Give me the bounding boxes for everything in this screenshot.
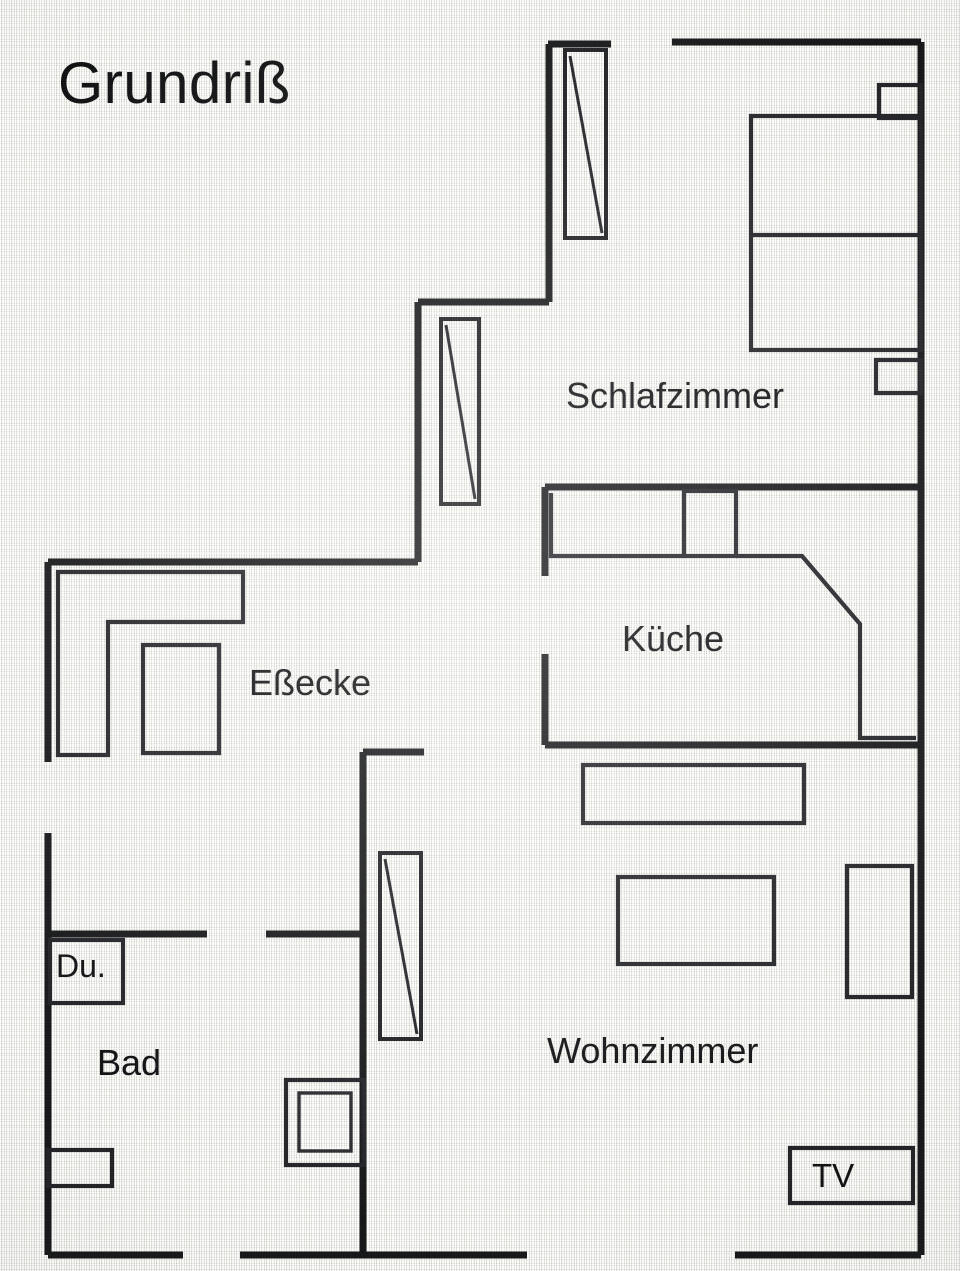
bench-corner — [55, 569, 246, 758]
room-label-kueche: Küche — [622, 618, 725, 659]
fixture-label-dusche: Du. — [56, 948, 106, 984]
dusche-box — [47, 937, 126, 1006]
hall-cabinet-outer — [283, 1077, 367, 1168]
sofa — [580, 762, 807, 826]
nightstand-side — [873, 357, 924, 396]
furniture-kueche — [548, 488, 916, 741]
kitchen-appliance — [681, 488, 739, 559]
room-label-bad: Bad — [97, 1042, 162, 1083]
doors — [378, 48, 608, 1041]
page-title: Grundriß — [58, 51, 291, 116]
furniture-wohnzimmer — [580, 762, 915, 1000]
armchair — [844, 863, 915, 1000]
door-hall-lower — [378, 851, 423, 1041]
coffee-table — [615, 874, 777, 967]
fixture-label-tv: TV — [812, 1157, 855, 1194]
room-label-schlafzimmer: Schlafzimmer — [566, 375, 785, 416]
label-boxes — [47, 937, 916, 1206]
bath-tub — [45, 1147, 115, 1189]
door-bedroom-top — [563, 48, 608, 240]
tv-box — [787, 1145, 916, 1206]
room-label-wohnzimmer: Wohnzimmer — [547, 1030, 759, 1071]
hall-cabinet-inner — [297, 1091, 353, 1153]
furniture-bad — [45, 1147, 115, 1189]
nightstand-top — [876, 82, 924, 121]
kitchen-counter-left — [548, 493, 684, 559]
kitchen-counter-right — [736, 553, 916, 741]
door-hall-upper — [439, 317, 481, 506]
room-label-essecke: Eßecke — [249, 662, 372, 703]
furniture-essecke — [55, 569, 246, 758]
dining-table — [140, 642, 222, 756]
furniture-schlafzimmer — [748, 82, 924, 396]
furniture-flur — [283, 1077, 367, 1168]
walls — [44, 38, 925, 1259]
